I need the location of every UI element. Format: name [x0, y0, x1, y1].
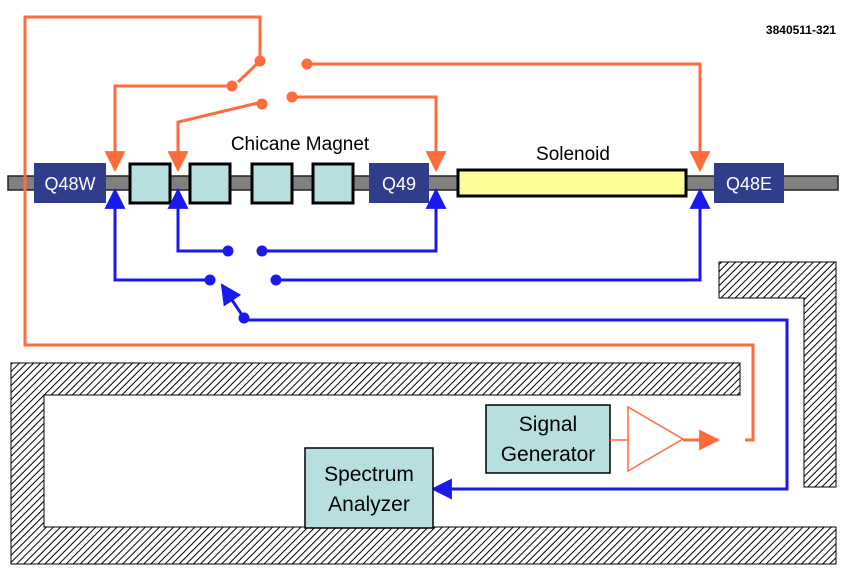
chicane-magnet-1: [128, 162, 172, 205]
pickup-line-q48w: [104, 187, 208, 282]
solenoid-label: Solenoid: [536, 144, 610, 165]
blue-contact-q49: [256, 245, 268, 257]
orange-contact-q48e: [301, 58, 313, 70]
q49-magnet: [369, 163, 429, 203]
signal-generator-label-1: Signal: [519, 413, 577, 436]
orange-switch-contacts: [226, 55, 313, 110]
excitation-line-chicane: [167, 101, 259, 173]
orange-contact-q48w: [226, 80, 238, 92]
signal-generator-label-2: Generator: [501, 443, 596, 466]
q48e-label: Q48E: [726, 174, 772, 194]
chicane-magnet-2: [188, 162, 232, 205]
pickup-line-chicane: [167, 187, 226, 253]
spectrum-analyzer-box: [304, 447, 434, 529]
excitation-line-q49: [292, 95, 447, 173]
orange-contact-chicane: [256, 98, 268, 110]
spectrum-analyzer-label-2: Analyzer: [328, 493, 410, 516]
chicane-magnet-3: [250, 162, 294, 205]
orange-contact-q49: [286, 91, 298, 103]
chicane-label: Chicane Magnet: [231, 134, 370, 155]
pickup-line-q48e: [277, 187, 711, 282]
excitation-lines: [23, 15, 755, 442]
amplifier-triangle: [627, 405, 685, 473]
tunnel-walls: [10, 261, 837, 565]
solenoid: [456, 168, 688, 198]
chicane-magnet-4: [311, 162, 355, 205]
q49-label: Q49: [382, 174, 416, 194]
excitation-line-q48w: [104, 84, 230, 173]
switch-lever-blue: [220, 283, 246, 319]
q48w-label: Q48W: [44, 174, 95, 194]
excitation-main-line: [23, 15, 755, 442]
signal-generator-box: [485, 404, 611, 474]
excitation-line-q48e: [307, 62, 711, 173]
blue-contact-q48w: [204, 274, 216, 286]
figure-id: 3840511-321: [766, 23, 836, 37]
blue-switch-contacts: [204, 245, 282, 324]
right-tunnel-wall: [718, 261, 837, 488]
q48w-magnet: [34, 163, 106, 203]
blue-contact-q48e: [270, 274, 282, 286]
blue-contact-chicane: [222, 245, 234, 257]
chicane-magnets: [128, 162, 355, 205]
blue-switch-pivot: [238, 312, 250, 324]
pickup-line-q49: [262, 187, 447, 253]
orange-switch-pivot: [254, 55, 266, 67]
q48e-magnet: [714, 163, 784, 203]
left-tunnel-wall: [10, 362, 837, 565]
spectrum-analyzer-label-1: Spectrum: [324, 463, 414, 486]
pickup-lines: [104, 187, 789, 500]
